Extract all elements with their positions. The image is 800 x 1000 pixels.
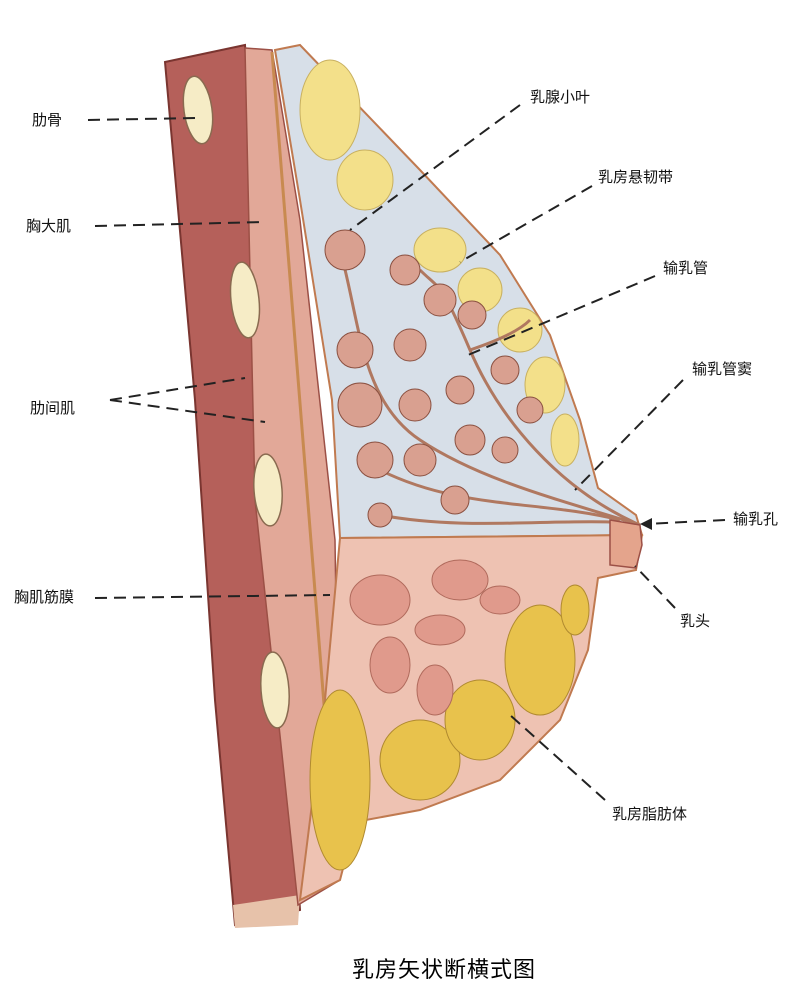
label-lactiferous-duct: 输乳管 (663, 259, 709, 277)
label-nipple: 乳头 (680, 612, 711, 630)
lower-fat-body (309, 584, 590, 871)
label-intercostal-muscle: 肋间肌 (30, 399, 76, 417)
chest-wall-skin-edge (233, 895, 300, 928)
label-lactiferous-sinus: 输乳管窦 (692, 360, 753, 378)
lactiferous-ducts (338, 249, 641, 527)
label-fat-body: 乳房脂肪体 (612, 805, 688, 823)
duct-opening-arrowhead (640, 518, 652, 530)
label-pectoralis-major: 胸大肌 (26, 217, 72, 235)
label-suspensory-ligament: 乳房悬韧带 (598, 168, 674, 186)
label-rib: 肋骨 (32, 111, 63, 129)
nipple (609, 519, 643, 569)
upper-fat-lobes (299, 59, 580, 467)
label-mammary-lobule: 乳腺小叶 (530, 88, 591, 106)
lower-pink-lobes (349, 559, 521, 716)
diagram-title: 乳房矢状断横式图 (352, 958, 537, 983)
label-pectoral-fascia: 胸肌筋膜 (14, 588, 75, 606)
rib-sections (182, 75, 290, 729)
mammary-lobules (324, 229, 544, 528)
label-duct-opening: 输乳孔 (733, 510, 779, 528)
leader-lines (87, 104, 726, 801)
